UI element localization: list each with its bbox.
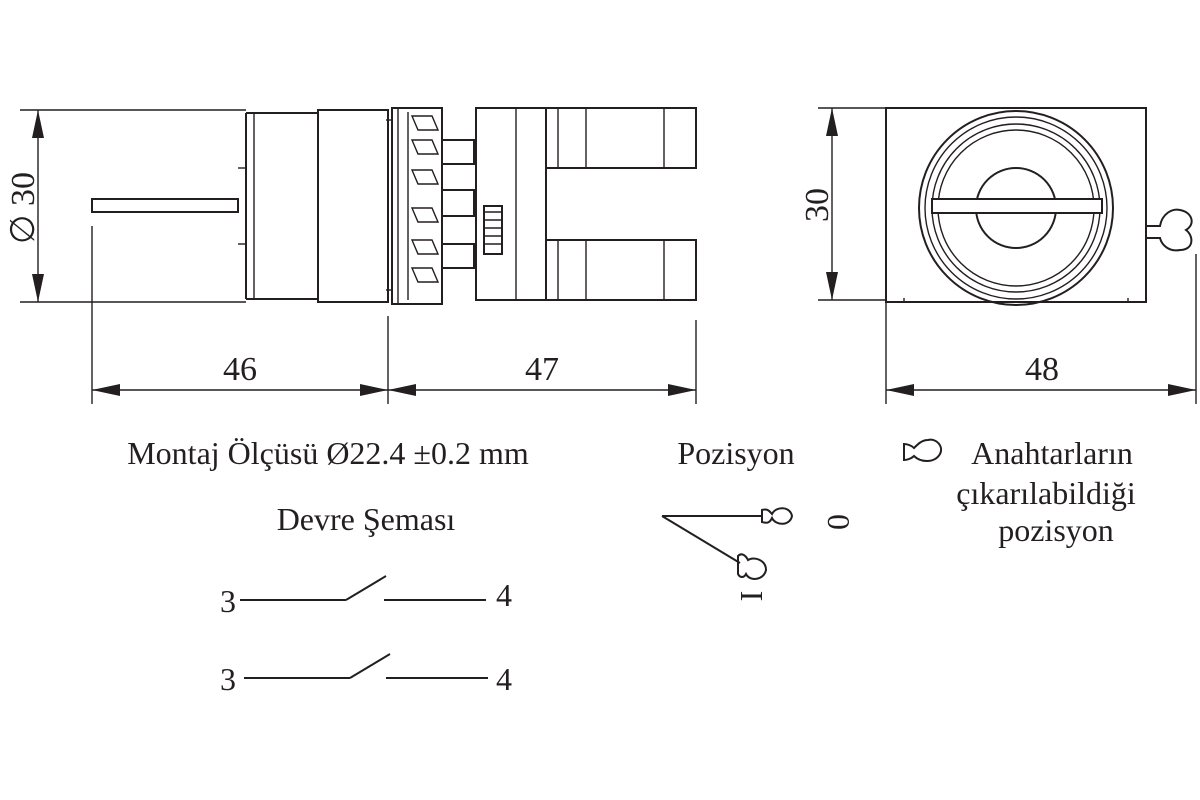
depth-front-label: 46	[223, 351, 257, 388]
adapter	[441, 139, 503, 269]
contact-1	[240, 575, 486, 601]
mounting-nut	[386, 107, 443, 305]
circuit-title: Devre Şeması	[277, 501, 456, 537]
key-icon	[1146, 208, 1193, 252]
position-title: Pozisyon	[677, 435, 794, 471]
key-legend-icon	[903, 438, 942, 462]
contact-2	[244, 653, 488, 679]
contact-2-left: 3	[220, 661, 236, 697]
position-one-key-icon	[737, 553, 768, 580]
height-dimension	[818, 107, 886, 301]
depth-dimensions	[91, 226, 697, 404]
width-dimension	[885, 254, 1197, 404]
front-view	[885, 107, 1193, 306]
diameter-label: ∅ 30	[5, 172, 42, 244]
key-blade	[91, 198, 239, 213]
position-diagram	[661, 507, 794, 580]
contact-1-left: 3	[220, 583, 236, 619]
side-view	[91, 107, 697, 305]
height-label: 30	[799, 188, 836, 222]
depth-back-label: 47	[525, 351, 559, 388]
circuit-diagram	[240, 575, 488, 679]
front-bezel	[245, 112, 319, 300]
mounting-text: Montaj Ölçüsü Ø22.4 ±0.2 mm	[127, 435, 529, 471]
front-collar	[317, 109, 389, 303]
contact-1-right: 4	[496, 577, 512, 613]
key-legend-line-3: pozisyon	[998, 512, 1114, 548]
position-one-label: I	[733, 591, 769, 602]
width-label: 48	[1025, 351, 1059, 388]
diameter-dimension	[20, 109, 246, 303]
position-zero-label: 0	[821, 514, 857, 530]
contact-block	[475, 107, 697, 301]
key-removable-icon	[761, 507, 794, 525]
key-slot	[931, 198, 1103, 214]
key-legend-line-1: Anahtarların	[971, 435, 1133, 471]
contact-2-right: 4	[496, 661, 512, 697]
bezel-outer-ring	[918, 110, 1114, 306]
key-legend-line-2: çıkarılabildiği	[956, 475, 1136, 511]
